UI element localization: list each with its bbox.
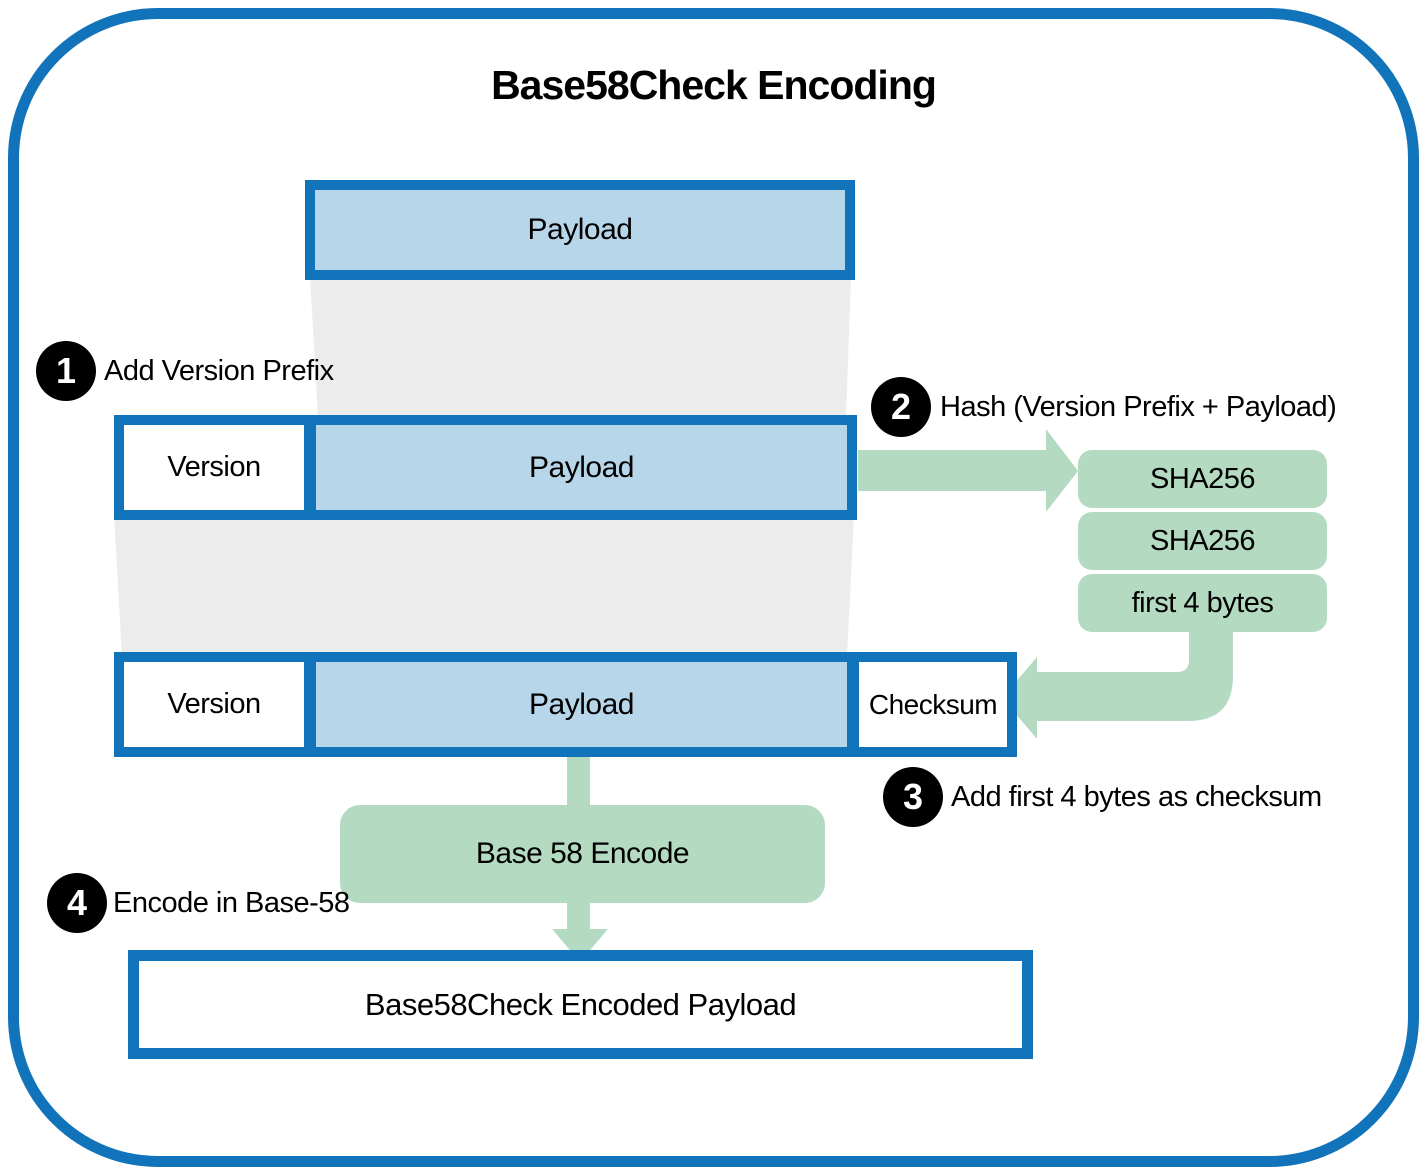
base58-encode-label: Base 58 Encode	[475, 837, 690, 870]
step-3-badge: 3	[883, 767, 943, 827]
final-output-box: Base58Check Encoded Payload	[128, 950, 1033, 1059]
step-4-label: Encode in Base-58	[113, 886, 350, 919]
sha256-box-1: SHA256	[1078, 450, 1327, 508]
row3-checksum-box: Checksum	[849, 652, 1017, 757]
step-1-number: 1	[55, 350, 77, 391]
step-1-label: Add Version Prefix	[104, 354, 334, 387]
step-3-label: Add first 4 bytes as checksum	[951, 780, 1322, 813]
sha256-box-2: SHA256	[1078, 512, 1327, 570]
funnel-top-shape	[310, 275, 851, 420]
row2-version-label: Version	[167, 451, 261, 483]
final-output-label: Base58Check Encoded Payload	[364, 986, 797, 1022]
base58-connector	[567, 745, 590, 815]
funnel-bottom-shape	[114, 515, 854, 657]
payload-top-label: Payload	[527, 213, 633, 246]
step-3-number: 3	[902, 776, 924, 817]
row2-payload-label: Payload	[529, 450, 634, 484]
row2-payload-box: Payload	[306, 415, 857, 520]
first-4-bytes-label: first 4 bytes	[1131, 586, 1274, 619]
payload-top-box: Payload	[305, 180, 855, 280]
hash-arrow	[858, 429, 1078, 512]
row3-payload-label: Payload	[529, 687, 634, 721]
diagram-frame	[8, 8, 1419, 1167]
base58-encode-box: Base 58 Encode	[340, 805, 825, 903]
row2-version-box: Version	[114, 415, 314, 520]
sha256-label-1: SHA256	[1149, 462, 1256, 495]
step-2-badge: 2	[871, 377, 931, 437]
step-2-number: 2	[890, 386, 912, 427]
row3-checksum-label: Checksum	[868, 688, 998, 720]
row3-version-label: Version	[167, 688, 261, 720]
row3-payload-box: Payload	[306, 652, 857, 757]
page-title: Base58Check Encoding	[491, 62, 937, 108]
row3-version-box: Version	[114, 652, 314, 757]
checksum-elbow-arrow	[1002, 626, 1233, 739]
first-4-bytes-box: first 4 bytes	[1078, 574, 1327, 632]
sha256-label-2: SHA256	[1149, 524, 1256, 557]
step-1-badge: 1	[36, 341, 96, 401]
step-2-label: Hash (Version Prefix + Payload)	[940, 390, 1337, 423]
step-4-badge: 4	[47, 873, 107, 933]
step-4-number: 4	[66, 882, 88, 923]
base58-down-arrow	[552, 900, 608, 962]
